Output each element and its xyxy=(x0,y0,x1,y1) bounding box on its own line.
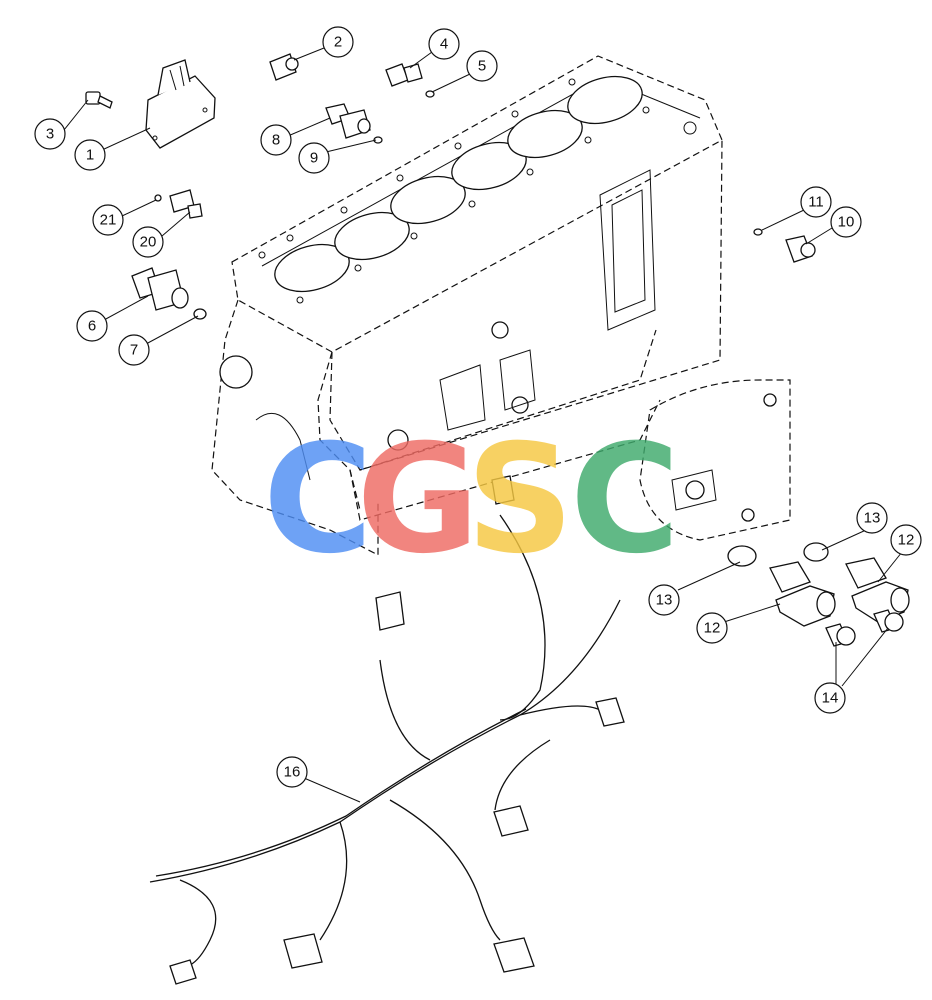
callout-5-label: 5 xyxy=(478,58,486,75)
part-12-sensor-a xyxy=(769,561,836,627)
callout-21: 21 xyxy=(92,204,124,236)
callout-13-right-label: 13 xyxy=(864,510,881,527)
callout-6: 6 xyxy=(76,310,108,342)
callout-12-left: 12 xyxy=(696,612,728,644)
watermark-letter-c1: C xyxy=(263,413,373,587)
part-14-screws xyxy=(825,609,904,647)
callout-14: 14 xyxy=(814,682,846,714)
part-10-plug xyxy=(785,235,816,263)
callout-12-right: 12 xyxy=(890,524,922,556)
callout-13-left-label: 13 xyxy=(656,592,673,609)
callout-9: 9 xyxy=(298,142,330,174)
engine-block xyxy=(211,55,791,556)
callout-13-left: 13 xyxy=(648,584,680,616)
callout-11-label: 11 xyxy=(808,194,824,211)
part-2-plug xyxy=(269,53,299,81)
cylinder-bore-6 xyxy=(567,75,643,125)
connector-left xyxy=(375,591,405,631)
callout-16: 16 xyxy=(276,756,308,788)
callout-4: 4 xyxy=(428,28,460,60)
watermark: C G S C xyxy=(263,413,680,587)
callout-1-label: 1 xyxy=(86,147,94,164)
part-13-o-ring-a xyxy=(727,545,757,567)
part-11-o-ring xyxy=(753,228,763,236)
part-4-fitting xyxy=(385,63,423,87)
callout-2: 2 xyxy=(322,26,354,58)
callout-21-label: 21 xyxy=(100,212,117,229)
connector-right xyxy=(595,697,625,727)
leader-lines xyxy=(63,47,903,803)
part-13-o-ring-b xyxy=(803,542,829,562)
connector-end xyxy=(169,959,197,985)
part-16-wire-harness xyxy=(149,475,625,985)
callout-12-left-label: 12 xyxy=(704,620,721,637)
callout-20: 20 xyxy=(132,226,164,258)
part-20-21-sensor xyxy=(154,189,203,219)
callout-3-label: 3 xyxy=(46,126,54,143)
connector-bottom-left xyxy=(283,933,323,969)
callout-2-label: 2 xyxy=(334,34,342,51)
watermark-letter-g: G xyxy=(356,413,479,587)
callout-12-right-label: 12 xyxy=(898,532,915,549)
callout-13-right: 13 xyxy=(856,502,888,534)
part-12-sensor-b xyxy=(845,557,910,623)
callout-6-label: 6 xyxy=(88,318,96,335)
connector-top xyxy=(491,475,515,505)
watermark-letter-c2: C xyxy=(570,413,680,587)
connector-bottom-mid xyxy=(493,937,535,973)
part-6-sensor xyxy=(131,267,189,311)
cylinder-bore-2 xyxy=(334,211,410,261)
callout-7: 7 xyxy=(118,334,150,366)
callout-8-label: 8 xyxy=(272,132,280,149)
part-1-cover-bracket xyxy=(145,59,216,149)
part-8-sensor xyxy=(325,103,371,139)
callout-16-label: 16 xyxy=(284,764,301,781)
callout-7-label: 7 xyxy=(130,342,138,359)
callout-10-label: 10 xyxy=(838,214,855,231)
front-plate-bore xyxy=(219,355,253,389)
callout-1: 1 xyxy=(74,139,106,171)
callout-9-label: 9 xyxy=(310,150,318,167)
cylinder-bore-3 xyxy=(390,175,466,225)
connector-mid xyxy=(493,805,529,837)
callout-10: 10 xyxy=(830,206,862,238)
callout-11: 11 xyxy=(800,186,832,218)
callout-14-label: 14 xyxy=(822,690,839,707)
cylinder-bore-5 xyxy=(507,109,583,159)
callout-4-label: 4 xyxy=(440,36,448,53)
callout-20-label: 20 xyxy=(140,234,157,251)
part-5-o-ring xyxy=(425,90,435,98)
watermark-letter-s: S xyxy=(466,413,574,587)
callout-8: 8 xyxy=(260,124,292,156)
callout-3: 3 xyxy=(34,118,66,150)
callout-5: 5 xyxy=(466,50,498,82)
part-3-bolt xyxy=(85,91,113,109)
